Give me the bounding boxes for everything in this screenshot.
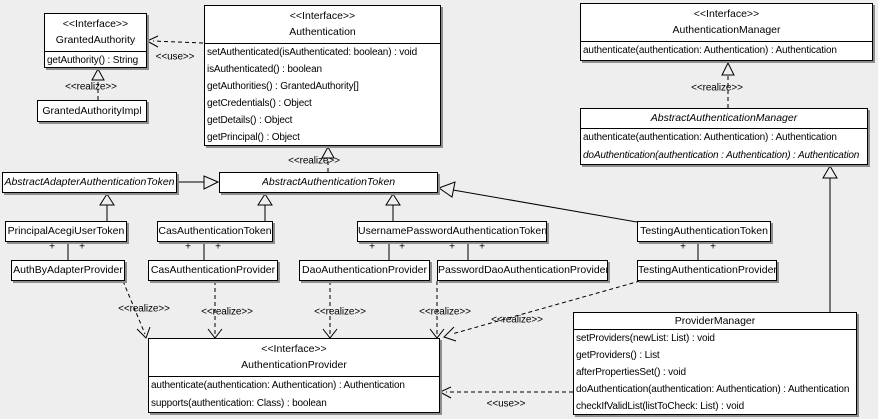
method-abstract: doAuthentication(authentication : Authen… <box>583 150 860 161</box>
realize-label: <<realize>> <box>419 306 471 318</box>
class-principal-acegi-user-token: PrincipalAcegiUserToken <box>5 221 127 242</box>
method: doAuthentication(authentication: Authent… <box>576 384 850 395</box>
association-plus: + <box>710 241 716 253</box>
method: isAuthenticated() : boolean <box>207 64 322 75</box>
method: authenticate(authentication: Authenticat… <box>583 132 837 143</box>
class-name: CasAuthenticationToken <box>158 225 272 237</box>
class-granted-authority-impl: GrantedAuthorityImpl <box>37 100 147 122</box>
method: authenticate(authentication: Authenticat… <box>151 380 405 391</box>
class-cas-authentication-token: CasAuthenticationToken <box>157 221 273 242</box>
stereotype-interface: <<Interface>> <box>693 8 760 20</box>
method: setAuthenticated(isAuthenticated: boolea… <box>207 47 418 58</box>
class-auth-by-adapter-provider: AuthByAdapterProvider <box>11 260 125 281</box>
realize-label: <<realize>> <box>314 306 366 318</box>
class-header: AbstractAuthenticationManager <box>581 109 867 129</box>
association-plus: + <box>79 241 85 253</box>
realize-label: <<realize>> <box>288 155 340 167</box>
class-abstract-adapter-authentication-token: AbstractAdapterAuthenticationToken <box>2 172 177 193</box>
generalization-arrows <box>99 165 838 312</box>
realize-label: <<realize>> <box>491 314 543 326</box>
method: getAuthority() : String <box>47 55 139 66</box>
class-granted-authority: <<Interface>> GrantedAuthority getAuthor… <box>44 13 147 68</box>
class-header: ProviderManager <box>574 313 856 330</box>
class-header: <<Interface>> AuthenticationProvider <box>149 339 439 377</box>
stereotype-interface: <<Interface>> <box>261 343 327 355</box>
class-name: UsernamePasswordAuthenticationToken <box>358 225 546 237</box>
class-authentication-manager: <<Interface>> AuthenticationManager auth… <box>580 3 873 61</box>
realize-label: <<realize>> <box>118 303 170 315</box>
method: afterPropertiesSet() : void <box>576 367 686 378</box>
association-plus: + <box>185 241 191 253</box>
method: supports(authentication: Class) : boolea… <box>151 398 327 409</box>
class-name: PrincipalAcegiUserToken <box>7 225 125 237</box>
method: authenticate(authentication: Authenticat… <box>583 45 837 56</box>
realize-label: <<realize>> <box>691 82 743 94</box>
realize-label: <<realize>> <box>65 81 117 93</box>
realize-label: <<realize>> <box>201 306 253 318</box>
class-testing-authentication-provider: TestingAuthenticationProvider <box>637 260 777 281</box>
association-lines <box>67 242 699 260</box>
class-header: <<Interface>> GrantedAuthority <box>45 14 146 52</box>
class-name: Authentication <box>289 26 356 38</box>
class-name: AbstractAdapterAuthenticationToken <box>4 176 175 188</box>
use-label: <<use>> <box>155 51 195 63</box>
class-name: AuthenticationProvider <box>241 359 347 371</box>
class-authentication-provider: <<Interface>> AuthenticationProvider aut… <box>148 338 440 413</box>
method: setProviders(newList: List) : void <box>576 333 715 344</box>
class-name: PasswordDaoAuthenticationProvider <box>438 264 607 276</box>
class-name: CasAuthenticationProvider <box>150 264 276 276</box>
method: checkIfValidList(listToCheck: List) : vo… <box>576 401 745 412</box>
stereotype-interface: <<Interface>> <box>289 10 356 22</box>
use-arrows <box>145 35 573 399</box>
class-authentication: <<Interface>> Authentication setAuthenti… <box>204 5 441 146</box>
association-plus: + <box>449 241 455 253</box>
method: getDetails() : Object <box>207 115 293 126</box>
method: getAuthorities() : GrantedAuthority[] <box>207 81 359 92</box>
class-header: <<Interface>> AuthenticationManager <box>581 4 872 42</box>
class-dao-authentication-provider: DaoAuthenticationProvider <box>299 260 430 281</box>
class-name: AuthByAdapterProvider <box>13 264 123 276</box>
class-name: AbstractAuthenticationManager <box>650 112 798 124</box>
class-name: AuthenticationManager <box>672 24 781 36</box>
use-label: <<use>> <box>486 398 526 410</box>
realize-arrows <box>91 61 735 342</box>
class-testing-authentication-token: TestingAuthenticationToken <box>637 221 771 242</box>
class-password-dao-authentication-provider: PasswordDaoAuthenticationProvider <box>437 260 608 281</box>
class-header: <<Interface>> Authentication <box>205 6 440 44</box>
class-username-password-authentication-token: UsernamePasswordAuthenticationToken <box>357 221 547 242</box>
class-name: ProviderManager <box>674 315 756 327</box>
association-plus: + <box>479 241 485 253</box>
stereotype-interface: <<Interface>> <box>62 18 129 30</box>
association-plus: + <box>49 241 55 253</box>
class-name: TestingAuthenticationProvider <box>638 264 776 276</box>
association-plus: + <box>369 241 375 253</box>
class-name: GrantedAuthorityImpl <box>42 104 142 117</box>
class-abstract-authentication-manager: AbstractAuthenticationManager authentica… <box>580 108 868 165</box>
association-plus: + <box>680 241 686 253</box>
class-provider-manager: ProviderManager setProviders(newList: Li… <box>573 312 857 415</box>
method: getCredentials() : Object <box>207 98 312 109</box>
class-name: AbstractAuthenticationToken <box>261 176 396 188</box>
class-abstract-authentication-token: AbstractAuthenticationToken <box>219 172 438 193</box>
class-cas-authentication-provider: CasAuthenticationProvider <box>148 260 278 281</box>
class-name: DaoAuthenticationProvider <box>302 264 427 276</box>
association-plus: + <box>399 241 405 253</box>
association-plus: + <box>215 241 221 253</box>
class-name: TestingAuthenticationToken <box>640 225 768 237</box>
class-name: GrantedAuthority <box>55 34 136 46</box>
method: getProviders() : List <box>576 350 660 361</box>
method: getPrincipal() : Object <box>207 132 300 143</box>
